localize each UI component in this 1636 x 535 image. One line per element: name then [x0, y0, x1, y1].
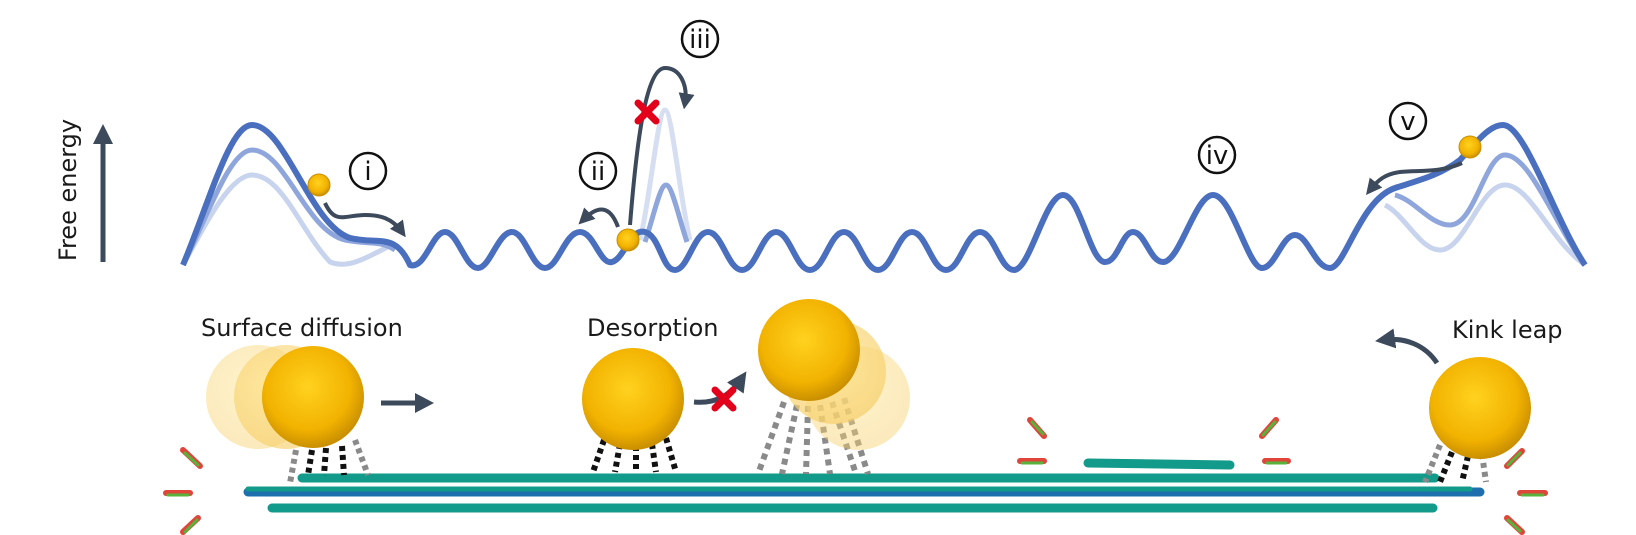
marker-ii-label: ii	[591, 157, 605, 187]
marker-i-label: i	[364, 157, 371, 187]
axis-arrow-icon	[93, 124, 113, 144]
tick-left-3	[180, 515, 201, 535]
main-landscape	[180, 122, 1588, 273]
tick-left-2	[163, 490, 193, 497]
arrow-v	[1366, 161, 1463, 195]
diffusion-particle	[262, 346, 364, 448]
tick-right-1	[1504, 448, 1525, 469]
kink-arrow	[1375, 328, 1440, 365]
right-barrier-mid	[1394, 152, 1588, 267]
barrier-iii-light	[637, 107, 693, 241]
fragment-ticks	[163, 417, 1548, 535]
marker-iii-label: iii	[689, 25, 711, 55]
lifted-particle-group	[758, 299, 910, 450]
lifted-particle	[758, 299, 860, 401]
arrow-iii	[628, 65, 695, 226]
tick-mid-3	[1259, 417, 1279, 439]
blocked-cross-desorption	[711, 386, 737, 412]
free-energy-axis: Free energy	[54, 119, 113, 262]
marker-iii: iii	[680, 19, 720, 59]
tick-mid-1	[1027, 417, 1047, 439]
marker-ii: ii	[578, 151, 618, 191]
bonds-diffusion	[287, 438, 371, 484]
particle-ii	[616, 228, 640, 252]
marker-v-label: v	[1400, 107, 1415, 137]
particle-i	[307, 173, 331, 197]
bonds-desorption	[590, 437, 679, 473]
tick-mid-4	[1262, 458, 1291, 465]
kink-leap-label: Kink leap	[1452, 316, 1563, 344]
fiber-fragment	[1083, 458, 1235, 470]
barrier-iii-mid	[642, 182, 690, 243]
substrate-fibers	[243, 458, 1485, 513]
right-arrow-icon	[415, 393, 434, 413]
marker-iv-label: iv	[1206, 141, 1229, 171]
marker-i: i	[348, 151, 388, 191]
energy-landscape	[180, 107, 1588, 273]
free-energy-label: Free energy	[54, 119, 82, 261]
desorption-label: Desorption	[587, 314, 719, 342]
marker-iv: iv	[1197, 135, 1237, 175]
tick-mid-2	[1017, 458, 1047, 465]
arrow-i	[323, 202, 406, 238]
particle-v	[1458, 135, 1482, 159]
tick-right-3	[1504, 515, 1525, 535]
surface-diffusion-label: Surface diffusion	[201, 314, 403, 342]
desorption-particle	[582, 348, 684, 450]
tick-right-2	[1517, 490, 1548, 497]
diffusion-particle-group	[206, 345, 364, 449]
landscape-arrows	[323, 65, 1463, 238]
marker-v: v	[1388, 101, 1428, 141]
diffusion-arrow	[381, 393, 434, 413]
right-barrier-light	[1383, 182, 1587, 268]
arrow-ii	[578, 207, 620, 228]
landscape-particles	[307, 135, 1482, 252]
left-barrier-light	[180, 172, 394, 267]
tick-left-1	[180, 447, 203, 469]
blocked-cross-iii	[634, 99, 660, 125]
kink-particle	[1429, 357, 1531, 459]
